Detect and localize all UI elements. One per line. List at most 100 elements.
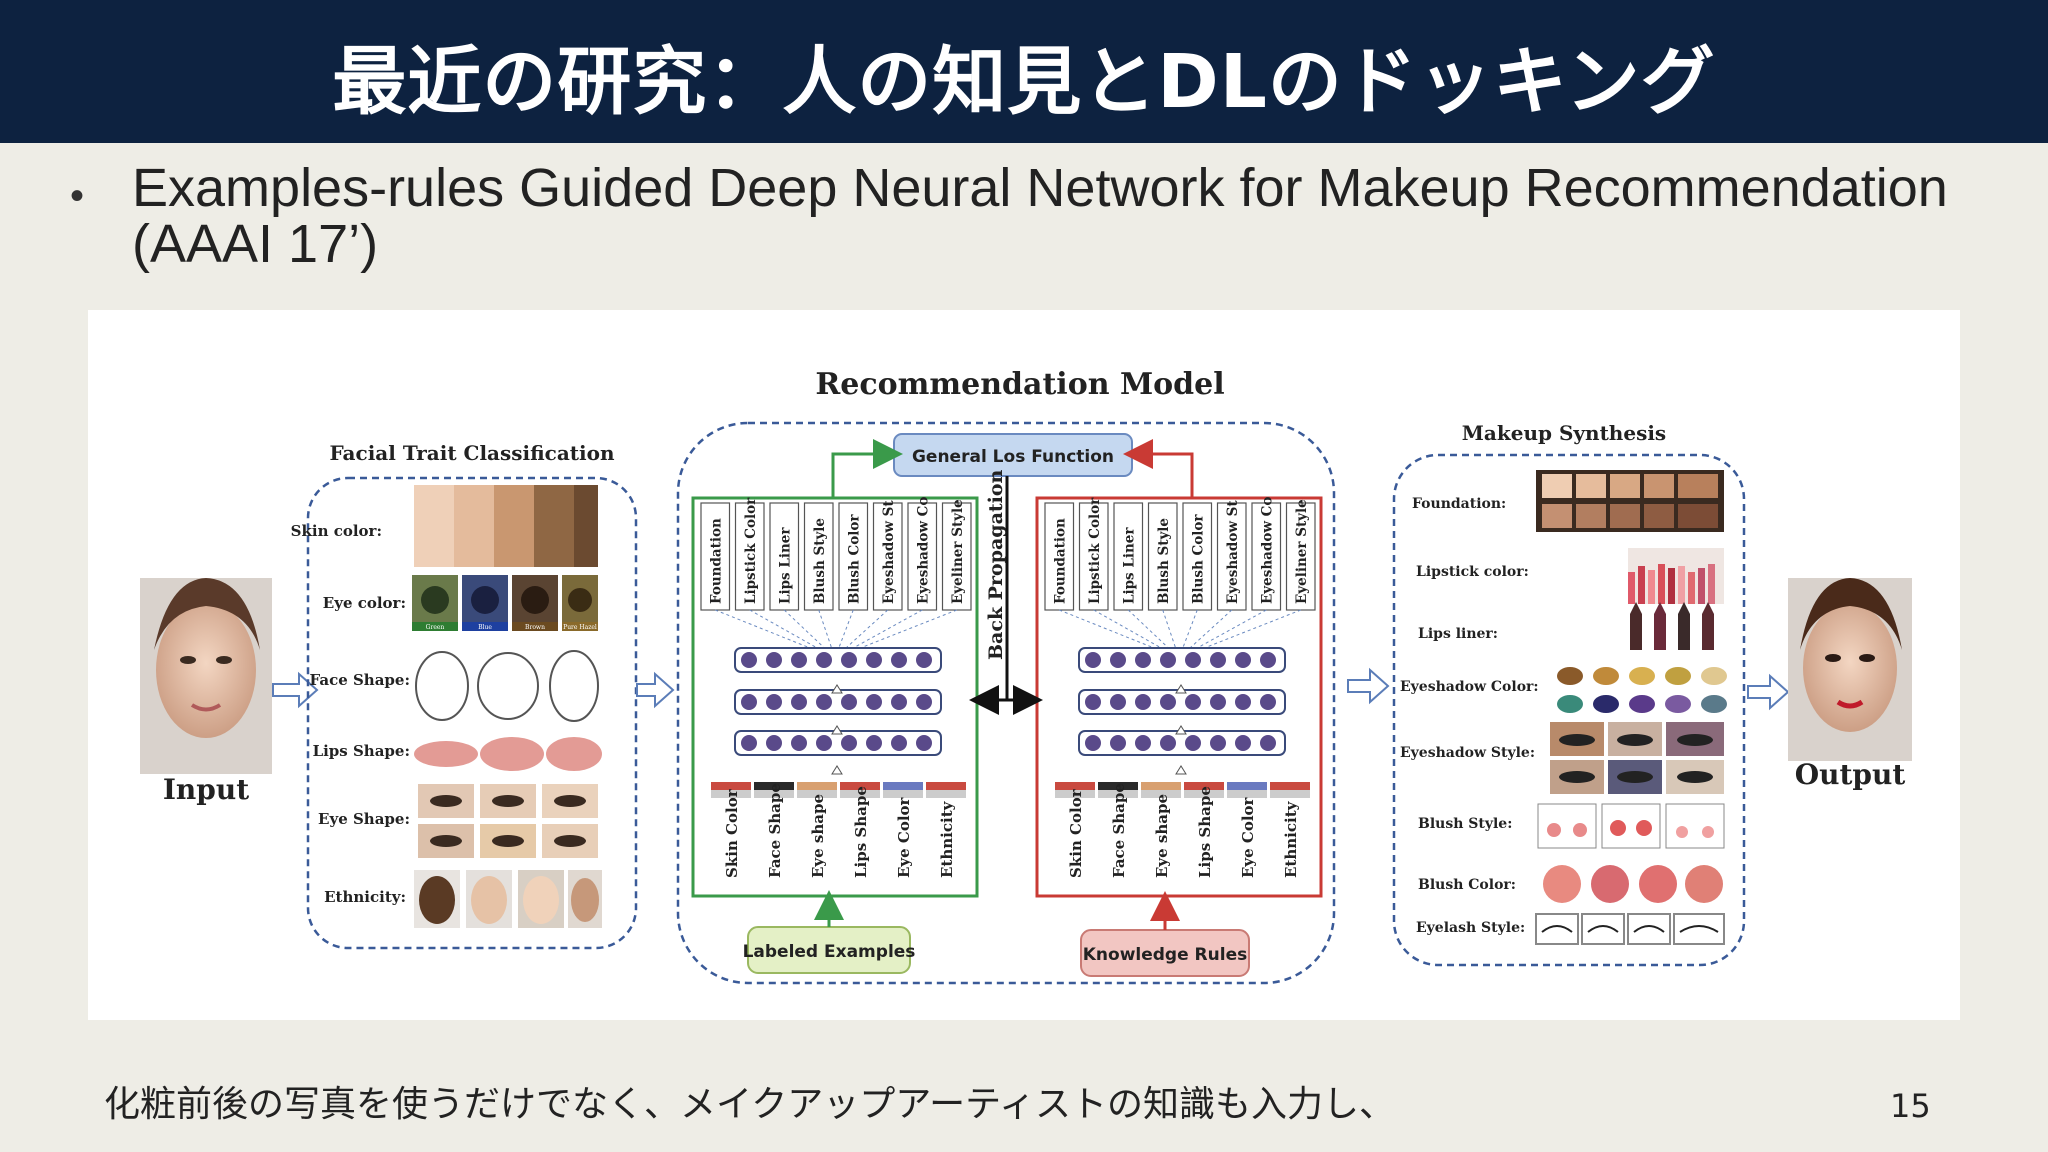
hidden-layer bbox=[734, 647, 942, 673]
slide-title-bar: 最近の研究：人の知見とDLのドッキング bbox=[0, 0, 2048, 143]
output-column bbox=[769, 502, 800, 611]
neuron bbox=[791, 735, 807, 751]
neuron bbox=[741, 694, 757, 710]
input-segment bbox=[926, 790, 966, 798]
connection-line bbox=[834, 609, 923, 659]
eye-color-samples bbox=[412, 575, 598, 631]
lip-liner-samples bbox=[1630, 602, 1714, 650]
output-label: Output bbox=[1795, 758, 1906, 791]
input-segment bbox=[1227, 790, 1267, 798]
neuron bbox=[891, 735, 907, 751]
eye-color-swatch-label: Green bbox=[426, 624, 445, 631]
facial-row-label: Eye Shape: bbox=[318, 810, 410, 828]
output-face-image bbox=[1788, 578, 1912, 761]
neuron bbox=[891, 694, 907, 710]
hidden-layers-right bbox=[1078, 647, 1286, 775]
neuron bbox=[866, 694, 882, 710]
eye-color-swatch-label: Brown bbox=[525, 624, 545, 631]
output-column-label: Lips Liner bbox=[777, 527, 793, 604]
facial-row-label: Lips Shape: bbox=[313, 742, 410, 760]
input-segment bbox=[1141, 790, 1181, 798]
neuron bbox=[816, 694, 832, 710]
facial-row-label: Eye color: bbox=[323, 594, 406, 612]
facial-row-label: Skin color: bbox=[291, 522, 382, 540]
arrow-right-icon bbox=[1347, 667, 1390, 705]
arrow-right-icon bbox=[1747, 673, 1790, 711]
facial-trait-title: Facial Trait Classification bbox=[329, 441, 615, 465]
output-column-label: Blush Color bbox=[1190, 514, 1206, 604]
facial-row-label: Face Shape: bbox=[310, 671, 410, 689]
arrow-icon bbox=[1123, 439, 1194, 498]
neuron bbox=[816, 735, 832, 751]
input-segment bbox=[1098, 782, 1138, 790]
neuron bbox=[741, 735, 757, 751]
output-column-label: Blush Style bbox=[1156, 518, 1172, 604]
input-segment bbox=[1270, 782, 1310, 790]
eyeshadow-style-samples bbox=[1550, 722, 1724, 794]
neuron bbox=[1135, 694, 1151, 710]
neuron bbox=[1210, 735, 1226, 751]
output-column-label: Foundation bbox=[1052, 518, 1068, 604]
input-face-image bbox=[140, 578, 272, 774]
eye-color-swatch-label: Blue bbox=[478, 624, 492, 631]
eye-color-swatch-label: Pure Hazel bbox=[563, 624, 597, 631]
input-segment bbox=[1184, 790, 1224, 798]
model-title: Recommendation Model bbox=[815, 367, 1224, 402]
synthesis-row-label: Blush Style: bbox=[1418, 816, 1512, 832]
neuron bbox=[816, 652, 832, 668]
slide-title: 最近の研究：人の知見とDLのドッキング bbox=[332, 39, 1716, 125]
hidden-layer bbox=[734, 689, 942, 715]
neuron bbox=[1260, 735, 1276, 751]
output-column-label: Eyeshadow Co bbox=[915, 497, 931, 604]
facial-trait-panel bbox=[306, 476, 638, 950]
lips-shape-samples bbox=[414, 737, 602, 771]
neuron bbox=[1085, 735, 1101, 751]
input-segment bbox=[883, 790, 923, 798]
neuron bbox=[1085, 652, 1101, 668]
arrow-right-icon bbox=[636, 671, 675, 709]
input-segment bbox=[1184, 782, 1224, 790]
neuron bbox=[1160, 652, 1176, 668]
output-column bbox=[1113, 502, 1144, 611]
arrow-up-icon bbox=[1175, 684, 1187, 694]
output-column bbox=[700, 502, 731, 611]
input-segment bbox=[840, 790, 880, 798]
knowledge-rules-label: Knowledge Rules bbox=[1083, 945, 1247, 965]
output-column bbox=[872, 502, 903, 611]
neuron bbox=[766, 735, 782, 751]
input-segment bbox=[797, 782, 837, 790]
loss-function-label: General Los Function bbox=[912, 447, 1114, 467]
neuron bbox=[1110, 694, 1126, 710]
bullet-text: Examples-rules Guided Deep Neural Networ… bbox=[132, 158, 1948, 274]
synthesis-row-label: Lips liner: bbox=[1418, 626, 1498, 642]
neuron bbox=[1135, 652, 1151, 668]
input-segment bbox=[797, 790, 837, 798]
output-column bbox=[838, 502, 869, 611]
neuron bbox=[1085, 694, 1101, 710]
arrow-up-icon bbox=[831, 684, 843, 694]
output-column-label: Eyeliner Style bbox=[1294, 499, 1310, 604]
output-column bbox=[1251, 502, 1282, 611]
footer-text: 化粧前後の写真を使うだけでなく、メイクアップアーティストの知識も入力し、 bbox=[104, 1084, 1395, 1125]
input-segment bbox=[1270, 790, 1310, 798]
hidden-layer bbox=[1078, 730, 1286, 756]
synthesis-row-label: Blush Color: bbox=[1418, 877, 1516, 893]
arrow-up-icon bbox=[831, 725, 843, 735]
neuron bbox=[1185, 735, 1201, 751]
input-column-label: Eye Color bbox=[1239, 796, 1257, 878]
input-column-label: Face Shape bbox=[766, 783, 784, 878]
neuron bbox=[916, 652, 932, 668]
output-column bbox=[1182, 502, 1213, 611]
input-segment bbox=[926, 782, 966, 790]
output-column-label: Lipstick Color bbox=[743, 497, 759, 604]
neuron bbox=[916, 735, 932, 751]
output-column bbox=[1147, 502, 1178, 611]
synthesis-row-label: Lipstick color: bbox=[1416, 564, 1529, 580]
input-segment bbox=[711, 782, 751, 790]
synthesis-row-label: Eyeshadow Color: bbox=[1400, 679, 1539, 695]
neuron bbox=[1185, 694, 1201, 710]
page-number: 15 bbox=[1890, 1087, 1931, 1125]
input-column-label: Ethnicity bbox=[938, 800, 956, 878]
